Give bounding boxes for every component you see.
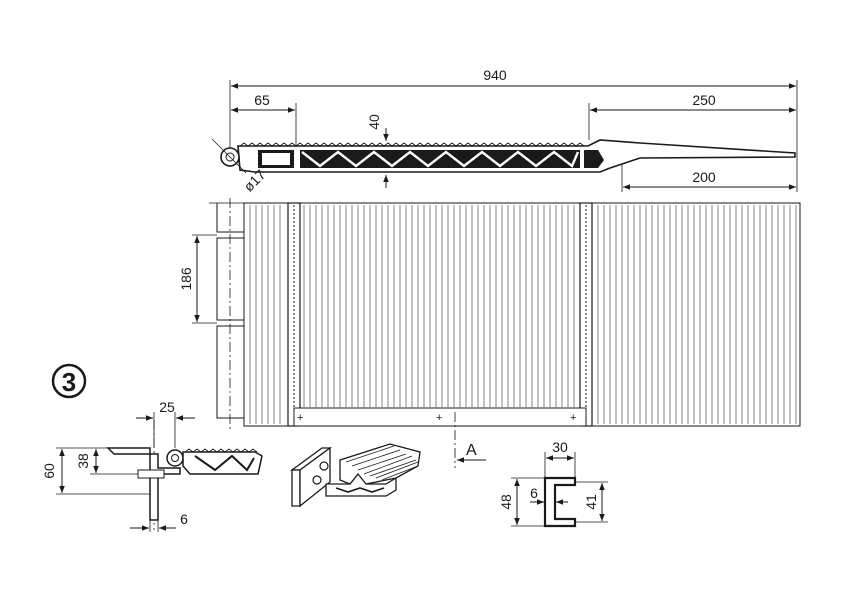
channel-section-view: 30 48 6 41 [498,439,608,528]
bracket-spacing-label: 186 [178,267,194,291]
bracket-detail-view: 25 60 38 6 [41,399,263,532]
isometric-hinge-detail [290,443,421,508]
channel-profile [543,476,577,528]
bottom-channel-strip [293,407,587,427]
taper-length-label: 200 [692,169,716,185]
profile-serrations [239,142,585,147]
profile-height-label: 40 [366,114,382,130]
svg-text:+: + [436,412,442,424]
svg-text:+: + [297,412,303,424]
ribbed-surface [243,202,801,427]
bracket-height-label: 60 [41,463,57,479]
step-badge: 3 [51,363,87,399]
channel-width-label: 30 [552,439,568,455]
channel-inner-height-label: 41 [583,494,599,510]
profile-section-view: 940 65 250 200 40 ø17 [211,67,798,195]
bracket-width-label: 25 [159,399,175,415]
section-marker: A [466,442,477,459]
channel-outer-height-label: 48 [498,494,514,510]
step-number: 3 [62,367,76,397]
bracket-plate [106,447,181,521]
total-length-label: 940 [483,67,507,83]
plan-view: 186 + + + A [178,198,801,468]
truss-webs [301,150,580,168]
hinge-offset-label: 65 [254,92,270,108]
ramp-length-label: 250 [692,92,716,108]
surface-ribs [249,205,797,424]
channel-wall-label: 6 [530,485,538,501]
svg-text:+: + [570,412,576,424]
plate-thickness-label: 6 [180,511,188,527]
pin-height-label: 38 [75,453,91,469]
